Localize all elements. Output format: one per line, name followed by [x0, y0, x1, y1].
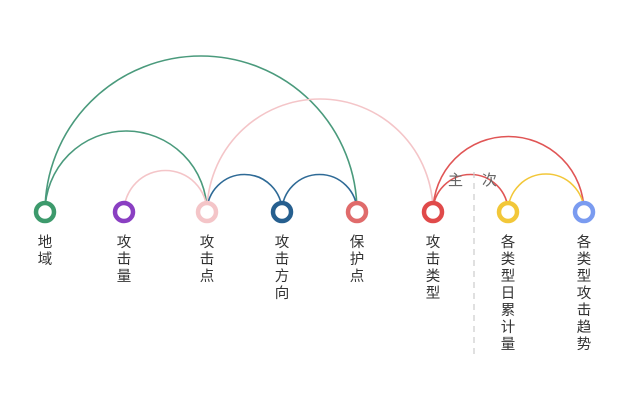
node-label-gongjileixing: 攻击类型 — [426, 234, 441, 302]
link-diyu-baohudian[interactable] — [44, 55, 358, 213]
node-label-baohudian: 保护点 — [350, 234, 365, 285]
node-label-gelei_rileiji: 各类型日累计量 — [501, 234, 516, 353]
node-gongjifangxiang[interactable] — [270, 200, 294, 224]
node-label-diyu: 地域 — [38, 234, 53, 268]
links-layer — [44, 55, 585, 213]
section-label-secondary: 次 — [482, 171, 497, 189]
node-label-gelei_qushi: 各类型攻击趋势 — [577, 234, 592, 353]
link-gongjidian-gongjifangxiang[interactable] — [206, 173, 283, 213]
node-diyu[interactable] — [33, 200, 57, 224]
link-gongjiliang-gongjidian[interactable] — [123, 169, 208, 213]
node-baohudian[interactable] — [345, 200, 369, 224]
node-gelei_qushi[interactable] — [572, 200, 596, 224]
node-gongjidian[interactable] — [195, 200, 219, 224]
link-gongjifangxiang-baohudian[interactable] — [281, 173, 358, 213]
node-label-gongjiliang: 攻击量 — [117, 234, 132, 285]
node-gelei_rileiji[interactable] — [496, 200, 520, 224]
link-gongjileixing-gelei_qushi[interactable] — [432, 135, 585, 213]
node-gongjileixing[interactable] — [421, 200, 445, 224]
nodes-layer — [33, 200, 596, 224]
section-label-primary: 主 — [448, 171, 463, 189]
node-label-gongjidian: 攻击点 — [200, 234, 215, 285]
link-gongjidian-gongjileixing[interactable] — [206, 98, 434, 213]
link-diyu-gongjidian[interactable] — [44, 130, 208, 213]
link-gongjileixing-gelei_rileiji[interactable] — [432, 173, 509, 213]
node-label-gongjifangxiang: 攻击方向 — [275, 234, 290, 302]
node-gongjiliang[interactable] — [112, 200, 136, 224]
link-gelei_rileiji-gelei_qushi[interactable] — [507, 173, 585, 213]
labels-layer: 地域 攻击量 攻击点 攻击方向 保护点 攻击类型 各类型日累计量 各类型攻击趋势 — [38, 234, 592, 353]
